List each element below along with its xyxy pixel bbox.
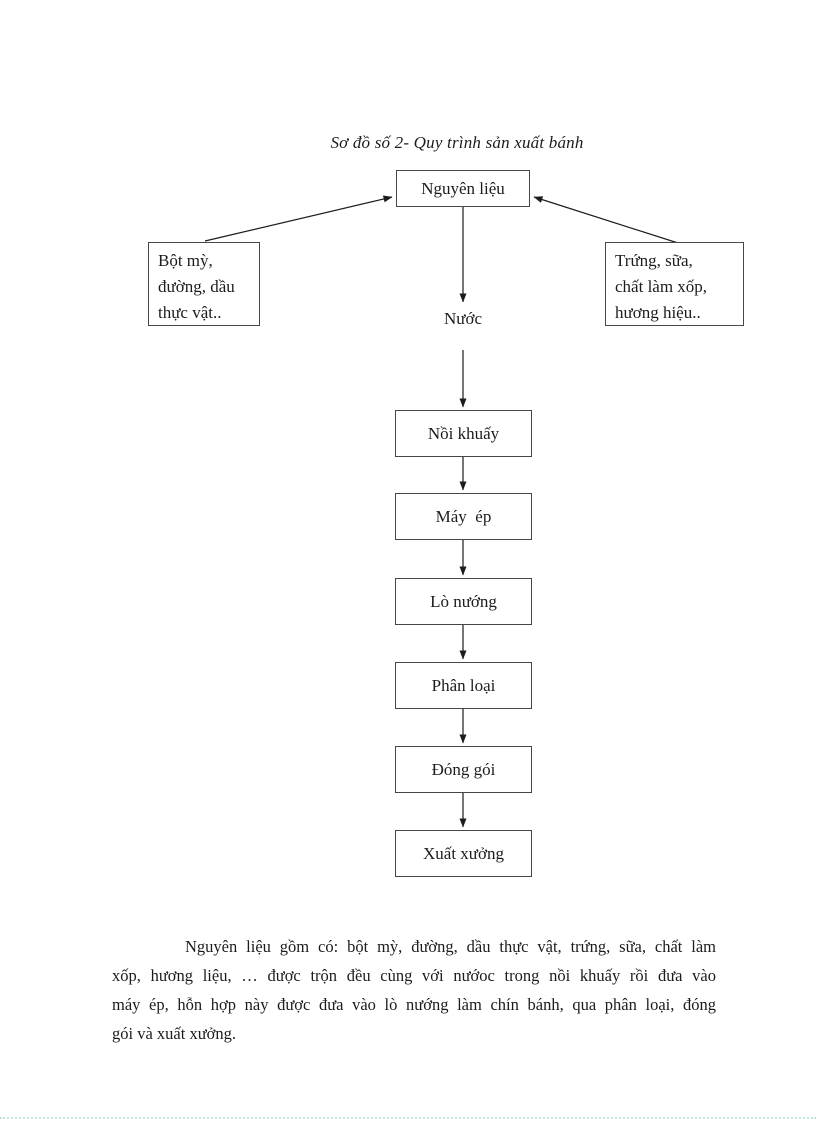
node-phan-loai: Phân loại xyxy=(395,662,532,709)
paragraph-line: máy ép, hỗn hợp này được đưa vào lò nướn… xyxy=(112,995,716,1014)
page-break-divider xyxy=(0,1117,816,1119)
arrow-right-inputs-to-main-icon xyxy=(533,196,679,244)
node-dong-goi: Đóng gói xyxy=(395,746,532,793)
body-paragraph: Nguyên liệu gồm có: bột mỳ, đường, dầu t… xyxy=(112,932,716,1048)
node-lo-nuong: Lò nướng xyxy=(395,578,532,625)
node-xuat-xuong: Xuất xưởng xyxy=(395,830,532,877)
paragraph-line: gói và xuất xưởng. xyxy=(112,1024,236,1043)
diagram-title: Sơ đồ số 2- Quy trình sản xuất bánh xyxy=(330,133,584,152)
arrow-left-inputs-to-main-icon xyxy=(204,195,393,242)
node-noi-khuay: Nồi khuấy xyxy=(395,410,532,457)
paragraph-line: xốp, hương liệu, … được trộn đều cùng vớ… xyxy=(112,966,716,985)
paragraph-line: Nguyên liệu gồm có: bột mỳ, đường, dầu t… xyxy=(185,937,716,956)
node-right-ingredients: Trứng, sữa, chất làm xốp, hương hiệu.. xyxy=(605,242,744,326)
node-may-ep: Máy ép xyxy=(395,493,532,540)
node-nuoc-label: Nước xyxy=(443,309,483,328)
node-left-ingredients: Bột mỳ, đường, dầu thực vật.. xyxy=(148,242,260,326)
node-nguyen-lieu: Nguyên liệu xyxy=(396,170,530,207)
